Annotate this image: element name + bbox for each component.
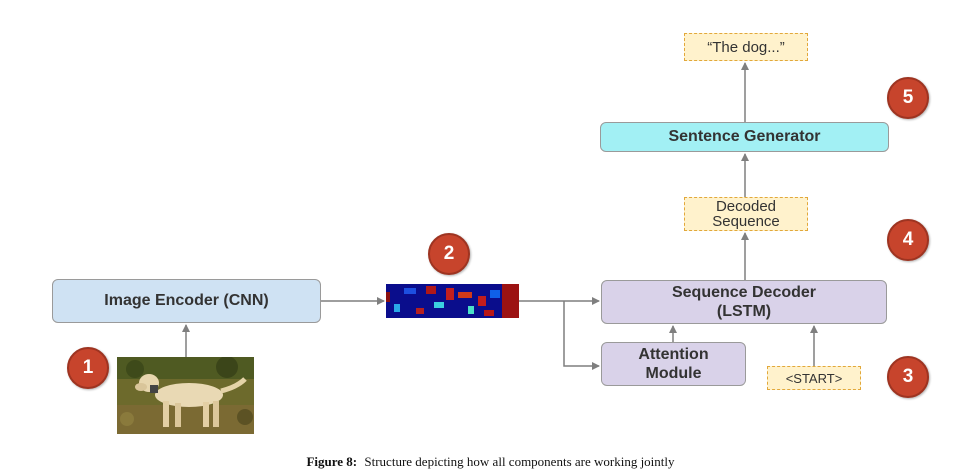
output-text: “The dog...” <box>707 38 785 56</box>
sequence-decoder-label: Sequence Decoder <box>671 284 817 301</box>
feature-map-heatmap <box>386 284 519 318</box>
sentence-generator-box: Sentence Generator <box>600 122 889 152</box>
output-text-note: “The dog...” <box>684 33 808 61</box>
step-badge-5: 5 <box>887 77 929 119</box>
step-badge-4: 4 <box>887 219 929 261</box>
image-encoder-label: Image Encoder (CNN) <box>104 292 269 309</box>
attention-module-box: Attention Module <box>601 342 746 386</box>
image-encoder-box: Image Encoder (CNN) <box>52 279 321 323</box>
sentence-generator-label: Sentence Generator <box>668 128 821 145</box>
attention-label-line2: Module <box>645 365 702 382</box>
figure-caption-text: Structure depicting how all components a… <box>364 454 675 469</box>
arrow-features-to-attention <box>563 301 600 370</box>
decoded-sequence-line2: Sequence <box>712 213 780 230</box>
decoded-sequence-note: Decoded Sequence <box>684 197 808 231</box>
sequence-decoder-box: Sequence Decoder (LSTM) <box>601 280 887 324</box>
step-badge-3: 3 <box>887 356 929 398</box>
dog-photo <box>117 357 254 434</box>
step-badge-1: 1 <box>67 347 109 389</box>
decoded-sequence-line1: Decoded <box>715 198 777 215</box>
step-badge-2: 2 <box>428 233 470 275</box>
attention-label-line1: Attention <box>638 346 709 363</box>
start-token: <START> <box>785 370 843 386</box>
sequence-decoder-sublabel: (LSTM) <box>716 303 772 320</box>
figure-label: Figure 8: <box>306 454 358 469</box>
figure-caption: Figure 8: Structure depicting how all co… <box>10 454 961 470</box>
start-token-note: <START> <box>767 366 861 390</box>
